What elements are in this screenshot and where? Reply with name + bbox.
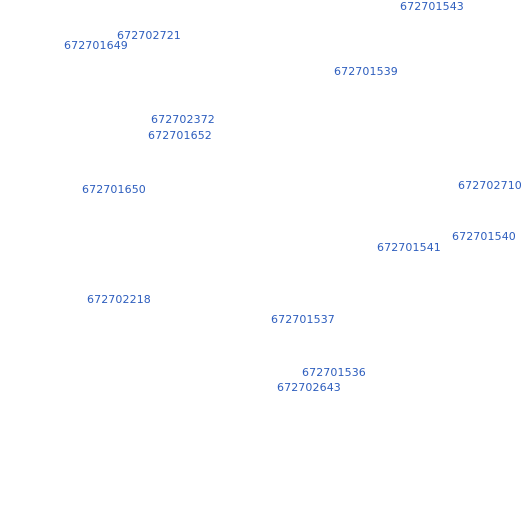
parcel-label: 672701539 <box>334 65 398 78</box>
parcel-label: 672701540 <box>452 230 516 243</box>
parcel-label: 672701652 <box>148 129 212 142</box>
parcel-label: 672701649 <box>64 39 128 52</box>
parcel-label: 672701543 <box>400 0 464 13</box>
parcel-label: 672702721 <box>117 29 181 42</box>
parcel-label: 672701537 <box>271 313 335 326</box>
parcel-label: 672702710 <box>458 179 522 192</box>
parcel-label: 672701650 <box>82 183 146 196</box>
parcel-label: 672702372 <box>151 113 215 126</box>
parcel-label: 672701541 <box>377 241 441 254</box>
parcel-label: 672702218 <box>87 293 151 306</box>
parcel-label: 672701536 <box>302 366 366 379</box>
parcel-label: 672702643 <box>277 381 341 394</box>
